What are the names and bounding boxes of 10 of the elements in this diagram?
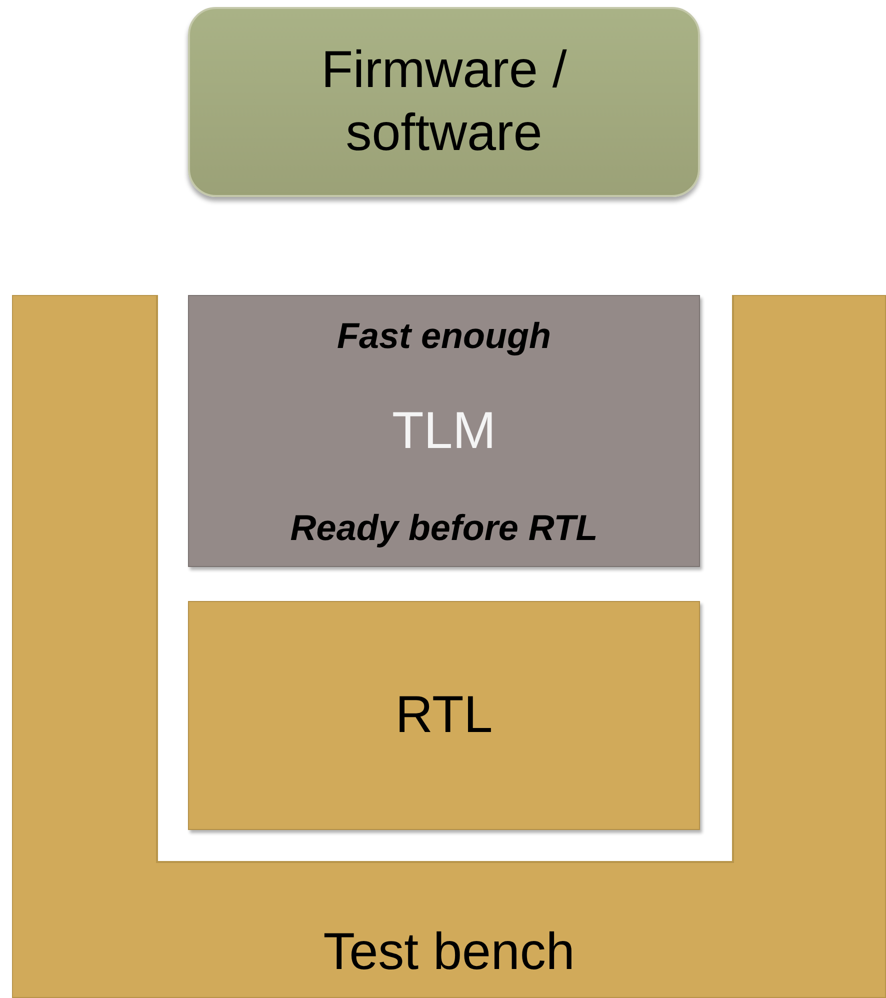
u-shaped-band <box>12 295 886 998</box>
box-label: TLM <box>392 401 496 462</box>
box-note: Fast enough <box>337 314 551 358</box>
box-label: Firmware / software <box>320 40 568 164</box>
box-label: RTL <box>395 684 493 746</box>
rounded-box <box>188 7 700 197</box>
process-box <box>188 601 700 830</box>
box-note: Ready before RTL <box>290 506 598 550</box>
process-box <box>188 295 700 567</box>
band-label: Test bench <box>323 922 575 983</box>
